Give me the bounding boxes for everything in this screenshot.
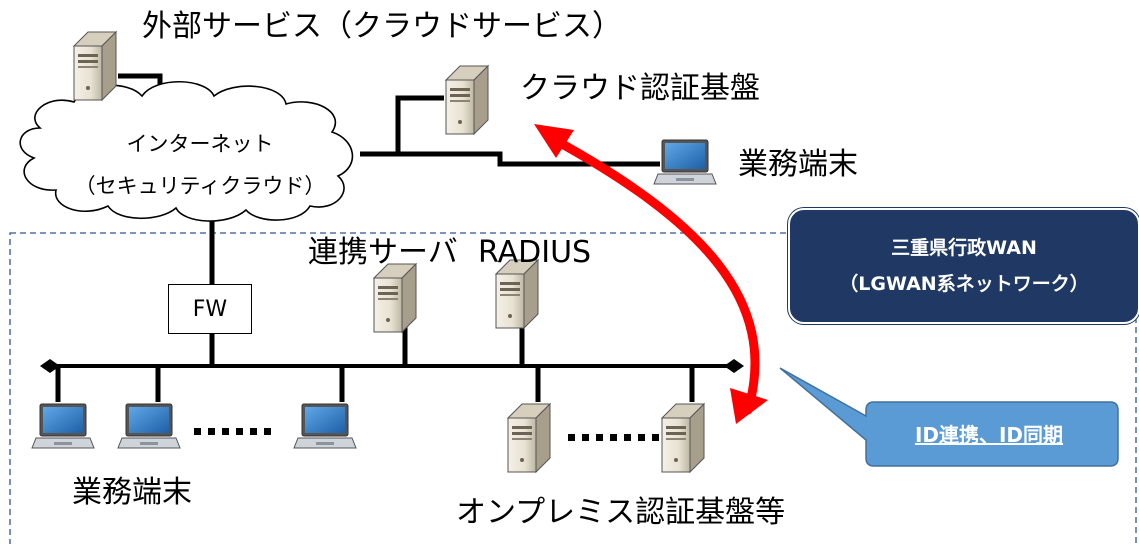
internet-cloud [19,80,354,222]
server-icon-linkage [373,263,417,333]
server-icon-cloud-auth [445,65,489,135]
lgwan-subtitle: （LGWAN系ネットワーク） [839,273,1089,295]
id-sync-arrow [534,124,768,424]
radius-label: RADIUS [478,235,592,270]
laptop-icon-1 [31,403,95,449]
lgwan-title: 三重県行政WAN [891,237,1037,259]
server-icon-onprem-1 [507,403,551,473]
ellipsis-servers [568,434,659,441]
linkage-server-label: 連携サーバ [308,235,458,270]
laptop-icon-3 [293,403,357,449]
ellipsis-terminals [194,428,271,435]
laptop-icon-2 [117,403,181,449]
lgwan-area-border [9,232,1137,544]
onprem-auth-label: オンプレミス認証基盤等 [456,495,786,530]
id-sync-callout: ID連携、ID同期 [862,402,1116,464]
internet-cloud-label: インターネット （セキュリティクラウド） [40,120,360,210]
business-terminal-bottom-label: 業務端末 [72,475,192,510]
internet-label: インターネット [126,132,274,156]
backbone-end-left [40,359,60,373]
callout-bubble [779,367,1119,467]
server-icon-onprem-2 [661,403,705,473]
firewall-box: FW [168,284,252,334]
cloud-auth-label: クラウド認証基盤 [520,71,760,106]
id-sync-callout-label: ID連携、ID同期 [914,422,1064,447]
security-cloud-label: （セキュリティクラウド） [74,174,326,198]
firewall-label: FW [192,296,228,322]
server-icon-radius [495,259,539,329]
external-service-label: 外部サービス（クラウドサービス） [142,9,622,44]
backbone-end-right [724,359,744,373]
server-icon-external [73,31,117,101]
laptop-icon-top [653,139,717,185]
network-lines [55,73,695,402]
lgwan-box: 三重県行政WAN （LGWAN系ネットワーク） [788,208,1139,324]
business-terminal-top-label: 業務端末 [738,147,858,182]
